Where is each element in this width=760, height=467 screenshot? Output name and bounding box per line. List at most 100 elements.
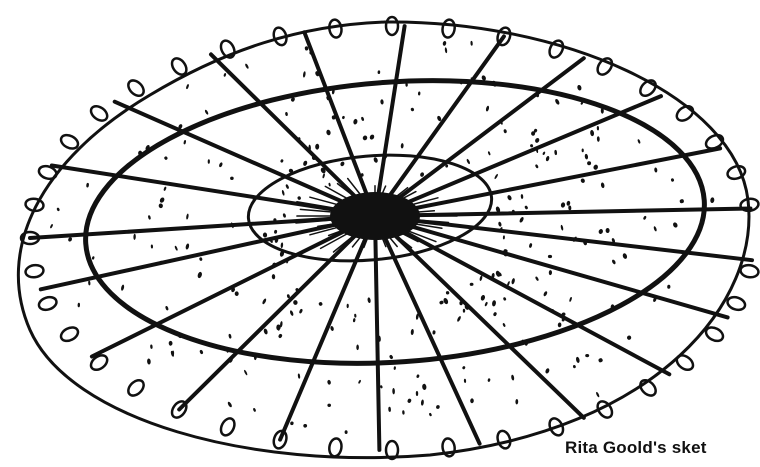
stipple-dot xyxy=(285,112,288,116)
stipple-dot xyxy=(566,200,571,206)
stipple-dot xyxy=(303,71,306,78)
stipple-dot xyxy=(597,136,600,142)
stipple-dot xyxy=(654,167,658,172)
stipple-dot xyxy=(554,150,557,155)
stipple-dot xyxy=(436,405,440,410)
spoke-line xyxy=(211,54,375,216)
stipple-dot xyxy=(521,194,524,199)
stipple-dot xyxy=(429,413,433,417)
stipple-dot xyxy=(303,424,307,428)
stipple-dot xyxy=(493,312,498,317)
stipple-dot xyxy=(164,156,168,161)
stipple-dot xyxy=(86,183,89,188)
stipple-dot xyxy=(667,285,670,289)
stipple-dot xyxy=(204,109,209,115)
rim-loop xyxy=(125,377,146,398)
stipple-dot xyxy=(420,172,425,178)
rim-loop xyxy=(25,264,45,279)
stipple-dot xyxy=(262,298,267,305)
stipple-dot xyxy=(535,164,539,169)
stipple-dot xyxy=(422,384,427,391)
stipple-dot xyxy=(373,157,379,164)
stipple-dot xyxy=(530,144,534,148)
stipple-dot xyxy=(653,226,657,232)
stipple-dot xyxy=(356,345,359,351)
stipple-dot xyxy=(462,366,466,370)
stipple-dot xyxy=(569,297,573,302)
stipple-dot xyxy=(488,151,491,156)
stipple-dot xyxy=(150,344,153,349)
stipple-dot xyxy=(519,216,525,223)
stipple-dot xyxy=(585,354,589,357)
rim-loop xyxy=(25,197,45,212)
stipple-dot xyxy=(133,234,136,240)
stipple-dot xyxy=(199,257,203,261)
rim-loop xyxy=(328,19,343,39)
stipple-dot xyxy=(548,255,552,259)
stipple-dot xyxy=(92,256,95,260)
stipple-dot xyxy=(369,134,375,141)
stipple-dot xyxy=(529,243,533,248)
stipple-dot xyxy=(577,84,582,90)
stipple-dot xyxy=(442,41,446,46)
spoke-line xyxy=(179,216,375,410)
stipple-dot xyxy=(410,107,414,111)
stipple-dot xyxy=(186,84,190,90)
stipple-dot xyxy=(587,161,591,165)
stipple-dot xyxy=(560,202,565,208)
stipple-dot xyxy=(535,276,539,281)
stipple-dot xyxy=(524,205,528,210)
stipple-dot xyxy=(503,297,507,301)
stipple-dot xyxy=(710,197,715,203)
stipple-dot xyxy=(515,399,518,404)
stipple-dot xyxy=(590,130,595,137)
spoke-line xyxy=(375,216,379,450)
stipple-dot xyxy=(421,399,424,405)
stipple-dot xyxy=(88,281,91,286)
stipple-dot xyxy=(389,354,394,359)
stipple-dot xyxy=(507,194,513,201)
stipple-dot xyxy=(285,184,289,189)
stipple-dot xyxy=(584,154,588,160)
stipple-dot xyxy=(186,213,189,219)
stipple-dot xyxy=(480,294,486,301)
stipple-dot xyxy=(456,316,461,323)
stipple-dot xyxy=(174,245,178,251)
stipple-dot xyxy=(377,70,380,74)
stipple-dot xyxy=(361,116,365,121)
stipple-dot xyxy=(487,378,490,382)
stipple-dot xyxy=(502,323,506,328)
rim-loop xyxy=(125,77,146,98)
stipple-dot xyxy=(560,225,563,231)
rim-loop xyxy=(674,352,696,372)
stipple-dot xyxy=(293,300,298,305)
stipple-dot xyxy=(315,144,319,150)
stipple-dot xyxy=(235,291,239,296)
stipple-dot xyxy=(485,105,489,111)
stipple-dot xyxy=(228,334,232,339)
stipple-dot xyxy=(263,328,268,335)
stipple-dot xyxy=(549,270,552,275)
stipple-dot xyxy=(218,162,223,168)
stipple-dot xyxy=(272,274,276,279)
spoke-line xyxy=(280,216,375,440)
stipple-dot xyxy=(327,404,331,407)
spoke-line xyxy=(375,216,669,374)
stipple-dot xyxy=(327,380,331,385)
stipple-dot xyxy=(407,398,412,403)
stipple-dot xyxy=(208,159,210,164)
stipple-dot xyxy=(280,159,284,163)
stipple-dot xyxy=(637,139,641,144)
stipple-dot xyxy=(545,156,550,162)
stipple-dot xyxy=(158,203,163,208)
stipple-dot xyxy=(671,178,675,182)
stipple-dot xyxy=(163,186,167,191)
stipple-dot xyxy=(622,253,628,260)
stipple-dot xyxy=(354,314,357,318)
stipple-dot xyxy=(534,137,540,143)
stipple-dot xyxy=(479,275,483,281)
stipple-dot xyxy=(393,366,396,370)
stipple-dot xyxy=(543,291,548,297)
stipple-dot xyxy=(611,259,616,265)
stipple-dot xyxy=(439,300,444,305)
